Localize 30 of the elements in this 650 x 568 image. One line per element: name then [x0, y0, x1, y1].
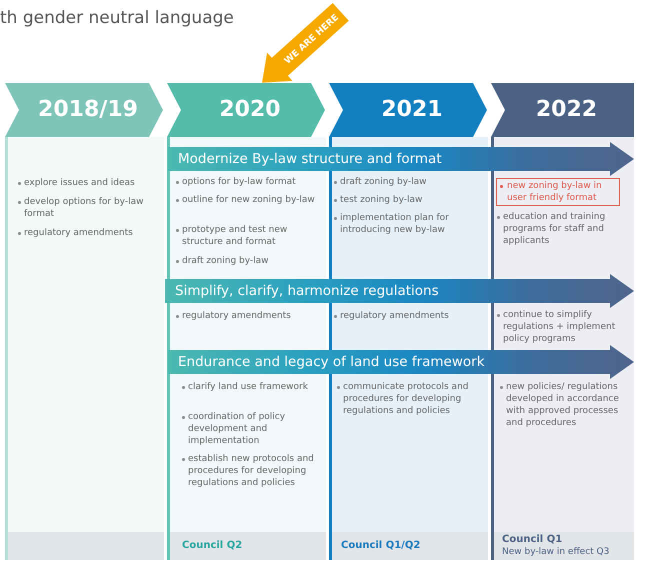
chevron-header: 2021	[329, 83, 487, 137]
bullet-item: establish new protocols and procedures for developing regulations and policies	[182, 453, 316, 489]
bullet-item: draft zoning by-law	[334, 176, 482, 188]
bullet-item: regulatory amendments	[334, 310, 482, 322]
bullet-item: implementation plan for introducing new by-law	[334, 212, 482, 236]
bullet-item: regulatory amendments	[18, 227, 158, 239]
chevron-header: 2020	[167, 83, 325, 137]
chevron-header: 2018/19	[5, 83, 163, 137]
bullet-item: education and training programs for staff and applicants	[497, 211, 627, 247]
bullet-item: continue to simplify regulations + implement policy programs	[497, 309, 627, 345]
bullet-item: prototype and test new structure and format	[176, 224, 320, 248]
highlighted-item: new zoning by-law in user friendly format	[496, 178, 620, 206]
bullet-item: coordination of policy development and implementation	[182, 411, 316, 447]
bullet-item: regulatory amendments	[176, 310, 320, 322]
column-panel	[5, 137, 164, 560]
bullet-item: communicate protocols and procedures for developing regulations and policies	[337, 381, 477, 417]
bullet-item: explore issues and ideas	[18, 177, 158, 189]
bullet-item: develop options for by-law format	[18, 196, 158, 220]
heading: th gender neutral language	[0, 8, 234, 28]
bullet-item: new policies/ regulations developed in accordance with approved processes and procedures	[500, 381, 628, 429]
milestone-note: New by-law in effect Q3	[502, 546, 610, 558]
milestone-note: Council Q1/Q2	[341, 540, 422, 552]
milestone-note: Council Q2	[182, 540, 244, 552]
bullet-item: outline for new zoning by-law	[176, 194, 320, 206]
bullet-item: draft zoning by-law	[176, 255, 320, 267]
bullet-item: clarify land use framework	[182, 381, 316, 393]
chevron-header: 2022	[491, 83, 634, 137]
milestone-note: Council Q1	[502, 534, 564, 546]
bullet-item: options for by-law format	[176, 176, 320, 188]
bullet-item: test zoning by-law	[334, 194, 482, 206]
